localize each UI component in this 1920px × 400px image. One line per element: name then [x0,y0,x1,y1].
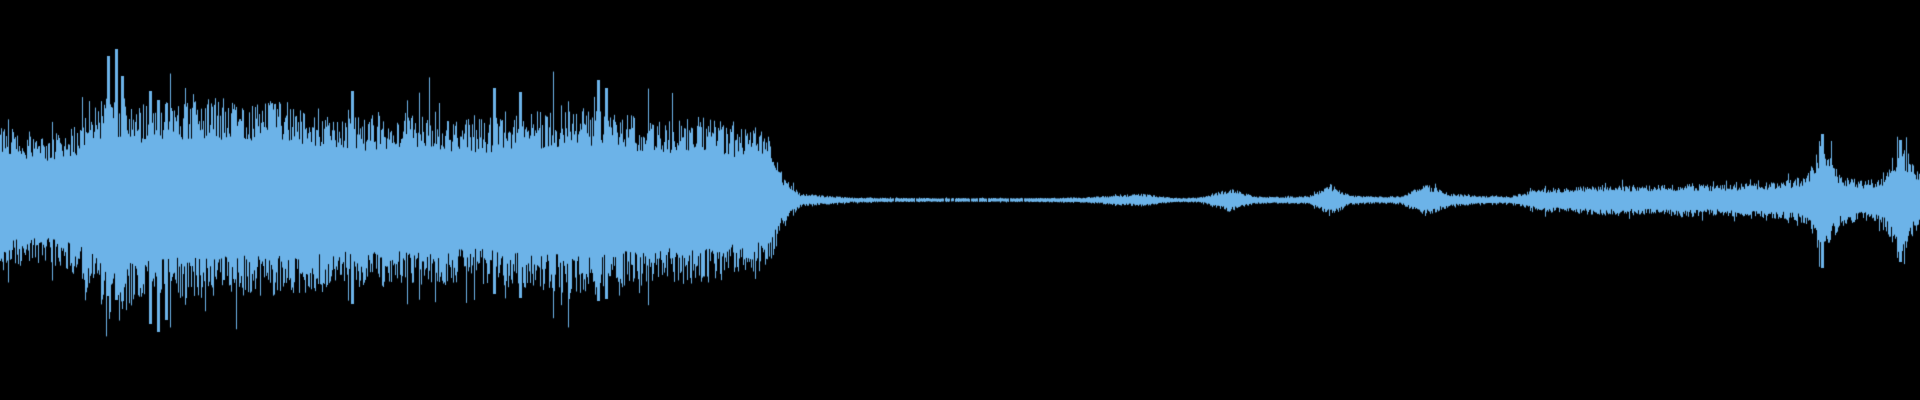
waveform-canvas[interactable] [0,0,1920,400]
audio-waveform-viewer[interactable] [0,0,1920,400]
